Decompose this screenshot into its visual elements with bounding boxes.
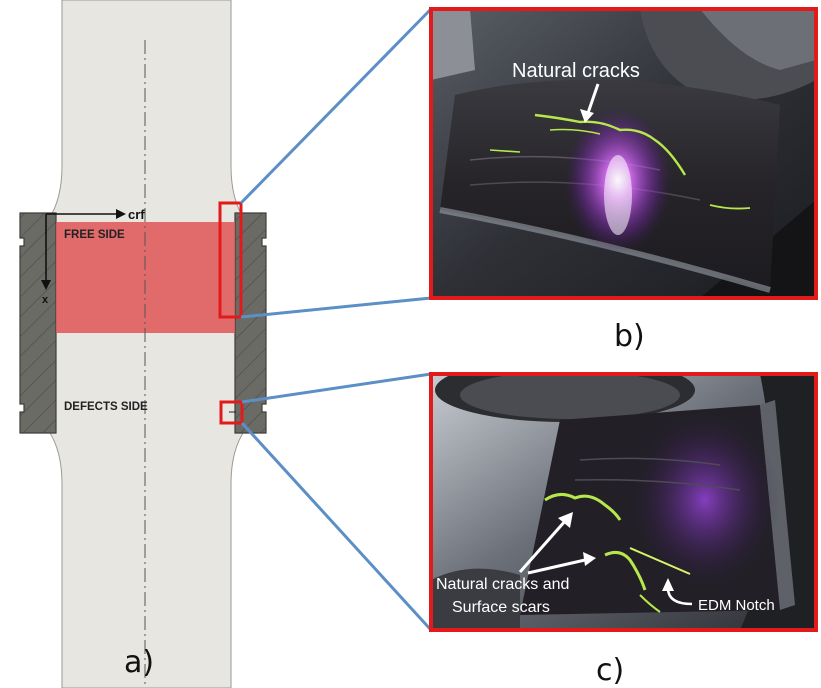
zoom-box-defect-side [219, 400, 244, 425]
defects-side-label: DEFECTS SIDE [64, 401, 148, 413]
leader-b-top [239, 7, 433, 205]
specimen-diagram: crf x FREE SIDE DEFECTS SIDE [19, 0, 267, 688]
panel-label-c: c) [596, 653, 624, 688]
annotation-natural-cracks-c-line2: Surface scars [452, 599, 550, 616]
annotation-arrow-b-head [580, 109, 594, 123]
crf-axis-label: crf [128, 207, 145, 222]
free-side-label: FREE SIDE [64, 229, 125, 241]
annotation-arrow-b [586, 83, 600, 114]
x-axis-label: x [42, 294, 49, 306]
leader-b-bottom [240, 296, 432, 319]
photo-c-frame [429, 372, 818, 632]
natural-crack-2 [549, 128, 601, 135]
annotation-natural-cracks-c-line1: Natural cracks and [436, 576, 569, 593]
photo-b: Natural cracks [429, 7, 818, 300]
annotation-edm-notch: EDM Notch [698, 597, 775, 614]
annotation-arrow-c2-head [583, 552, 596, 566]
x-arrow-head [41, 280, 51, 290]
leader-c-top [241, 372, 432, 404]
surface-scar-1 [544, 493, 622, 521]
edm-notch-line [629, 547, 691, 575]
right-grip [234, 212, 267, 434]
panel-label-b: b) [614, 319, 645, 354]
surface-scar-2 [604, 550, 647, 591]
natural-crack-4 [709, 204, 751, 210]
annotation-arrow-c2 [527, 558, 586, 575]
annotation-natural-cracks-b: Natural cracks [512, 60, 640, 82]
annotation-arrow-c1-head [558, 512, 573, 528]
panel-label-a: a) [124, 645, 154, 680]
photo-c: Natural cracks and Surface scars EDM Not… [429, 372, 818, 632]
natural-crack-3 [489, 149, 521, 153]
annotation-arrow-edm-head [662, 578, 674, 591]
specimen-body [47, 0, 246, 688]
zoom-box-free-side [218, 201, 243, 319]
natural-crack-1 [534, 113, 687, 176]
photo-b-frame [429, 7, 818, 300]
crf-arrow-head [116, 209, 126, 219]
leader-c-bottom [240, 421, 433, 632]
leader-lines [239, 7, 433, 632]
left-grip [19, 212, 57, 434]
annotation-arrow-c1 [518, 519, 568, 573]
